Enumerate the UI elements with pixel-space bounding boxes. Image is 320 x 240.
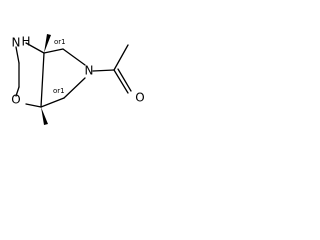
bond-c4a-c5 — [43, 48, 64, 54]
atom-label-o: O — [11, 93, 20, 107]
molecule-structure: N H O N O or1 or1 — [11, 34, 145, 125]
bond-cco-o-b — [117, 68, 132, 92]
stereo-label-bottom: or1 — [53, 87, 65, 95]
bond-n6-c7 — [63, 77, 86, 99]
stereo-label-top: or1 — [54, 38, 66, 46]
bond-c7-c7a — [40, 97, 65, 108]
bond-n6-cco — [92, 69, 115, 72]
atom-label-carbonyl-o: O — [135, 91, 144, 105]
bond-c4a-n4 — [25, 42, 45, 54]
bond-c7a-c4a — [40, 52, 45, 108]
atom-label-nh-h: H — [21, 35, 30, 49]
atom-label-n: N — [85, 64, 94, 78]
bond-c2-o1 — [15, 86, 20, 97]
bond-n4-c3 — [15, 46, 20, 64]
stereo-wedge-top — [44, 34, 51, 53]
bond-o1-c7a — [25, 103, 42, 108]
stereo-wedge-bottom — [41, 107, 48, 125]
bond-c5-n6 — [62, 48, 86, 66]
atom-label-nh: N — [12, 36, 21, 50]
bond-cco-ch3 — [113, 44, 129, 71]
bond-cco-o-a — [113, 69, 129, 94]
